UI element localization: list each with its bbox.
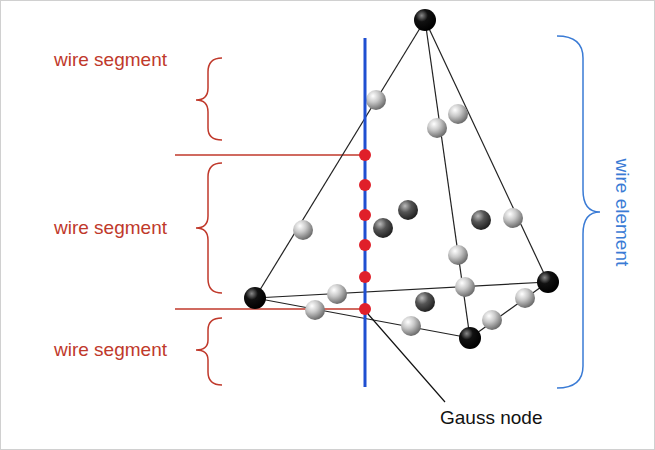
node-label: Gauss node xyxy=(440,407,542,430)
segment-brace xyxy=(196,58,222,385)
segment-boundary xyxy=(175,155,362,309)
segment-label: wire segment xyxy=(54,339,167,362)
element-brace xyxy=(557,36,600,388)
corner-node xyxy=(244,9,559,349)
edge-node xyxy=(293,90,535,336)
element-label: wire element xyxy=(610,159,633,267)
segment-label: wire segment xyxy=(54,217,167,240)
interior-node xyxy=(373,200,491,312)
gauss-node xyxy=(359,149,371,315)
segment-label: wire segment xyxy=(54,49,167,72)
leader-line xyxy=(368,314,445,402)
tetrahedron-edge xyxy=(255,20,548,338)
